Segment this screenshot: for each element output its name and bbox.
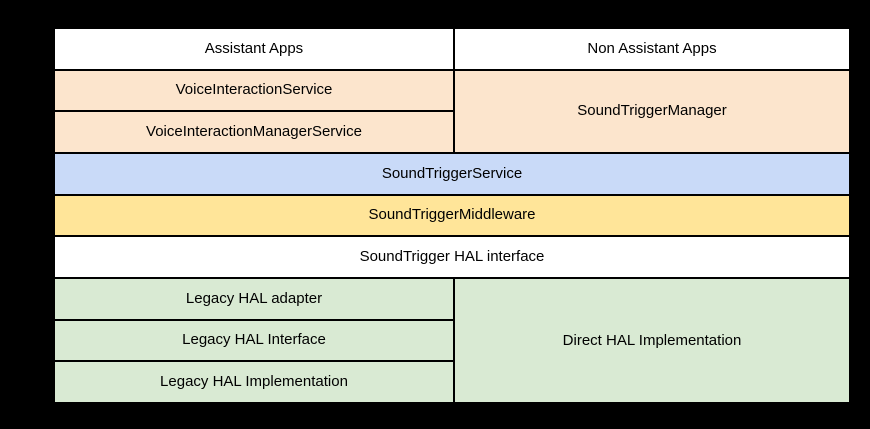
cell-sound-trigger-manager: SoundTriggerManager — [455, 70, 849, 152]
cell-legacy-hal-adapter: Legacy HAL adapter — [55, 279, 453, 319]
cell-sound-trigger-hal-interface: SoundTrigger HAL interface — [55, 237, 849, 277]
soundtrigger-architecture-diagram: Assistant Apps Non Assistant Apps VoiceI… — [53, 27, 851, 404]
cell-voice-interaction-manager-service: VoiceInteractionManagerService — [55, 112, 453, 152]
cell-sound-trigger-service: SoundTriggerService — [55, 154, 849, 194]
cell-voice-interaction-service: VoiceInteractionService — [55, 70, 453, 111]
cell-sound-trigger-middleware: SoundTriggerMiddleware — [55, 195, 849, 236]
cell-assistant-apps: Assistant Apps — [55, 29, 453, 69]
cell-direct-hal-implementation: Direct HAL Implementation — [455, 279, 849, 402]
cell-legacy-hal-interface: Legacy HAL Interface — [55, 320, 453, 361]
cell-legacy-hal-implementation: Legacy HAL Implementation — [55, 362, 453, 402]
cell-non-assistant-apps: Non Assistant Apps — [455, 29, 849, 69]
